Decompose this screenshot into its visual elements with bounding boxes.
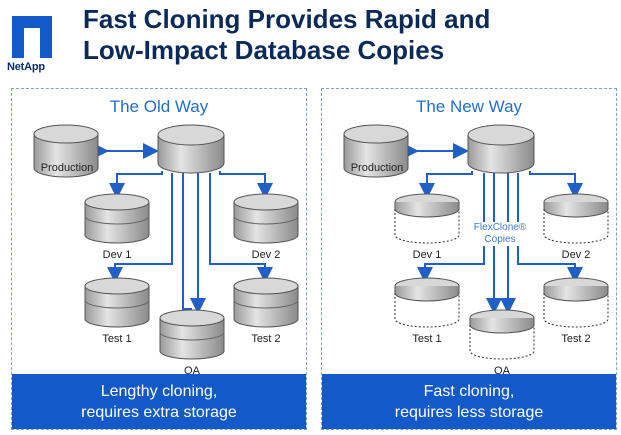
page-title-line1: Fast Cloning Provides Rapid and	[83, 4, 491, 34]
dev2-db-cylinder	[233, 193, 299, 244]
new-test1-clone-cylinder	[394, 277, 460, 328]
old-dev1-label: Dev 1	[102, 249, 132, 261]
new-production-db-cylinder	[343, 124, 409, 178]
new-production-label: Production	[350, 162, 404, 174]
old-way-footer: Lengthy cloning, requires extra storage	[12, 374, 306, 429]
new-way-heading: The New Way	[415, 97, 523, 116]
netapp-logo-mark	[12, 16, 52, 58]
test2-db-cylinder	[233, 277, 299, 328]
new-test2-clone-cylinder	[543, 277, 609, 328]
page-title: Fast Cloning Provides Rapid and Low-Impa…	[83, 4, 613, 66]
old-way-diagram	[33, 124, 299, 360]
old-way-heading: The Old Way	[109, 97, 209, 116]
old-way-panel: The Old Way	[11, 88, 307, 430]
new-way-footer: Fast cloning, requires less storage	[322, 374, 616, 429]
new-dev1-label: Dev 1	[412, 249, 442, 261]
new-way-connectors	[403, 143, 583, 314]
new-dev2-label: Dev 2	[561, 249, 591, 261]
old-way-footer-line1: Lengthy cloning,	[100, 383, 218, 400]
old-dev2-label: Dev 2	[251, 249, 281, 261]
new-way-footer-line1: Fast cloning,	[423, 383, 515, 400]
netapp-logo-text: NetApp	[7, 61, 45, 73]
flexclone-copies-label: FlexClone® Copies	[465, 222, 535, 246]
new-test1-label: Test 1	[412, 333, 442, 345]
new-way-panel: The New Way	[321, 88, 617, 430]
page-title-line2: Low-Impact Database Copies	[83, 35, 445, 65]
new-test2-label: Test 2	[561, 333, 591, 345]
netapp-logo: NetApp	[0, 0, 80, 80]
new-source-db-cylinder	[467, 124, 535, 174]
source-db-cylinder	[157, 124, 225, 174]
dev1-db-cylinder	[84, 193, 150, 244]
old-way-footer-line2: requires extra storage	[81, 404, 237, 421]
flexclone-line2: Copies	[484, 234, 516, 245]
new-dev2-clone-cylinder	[543, 193, 609, 244]
new-qa-clone-cylinder	[469, 309, 535, 360]
test1-db-cylinder	[84, 277, 150, 328]
new-dev1-clone-cylinder	[394, 193, 460, 244]
old-production-label: Production	[40, 162, 94, 174]
qa-db-cylinder	[159, 309, 225, 360]
old-test2-label: Test 2	[251, 333, 281, 345]
flexclone-line1: FlexClone®	[473, 222, 527, 233]
production-db-cylinder	[33, 124, 99, 178]
new-way-footer-line2: requires less storage	[394, 404, 544, 421]
old-test1-label: Test 1	[102, 333, 132, 345]
new-way-diagram	[343, 124, 609, 360]
